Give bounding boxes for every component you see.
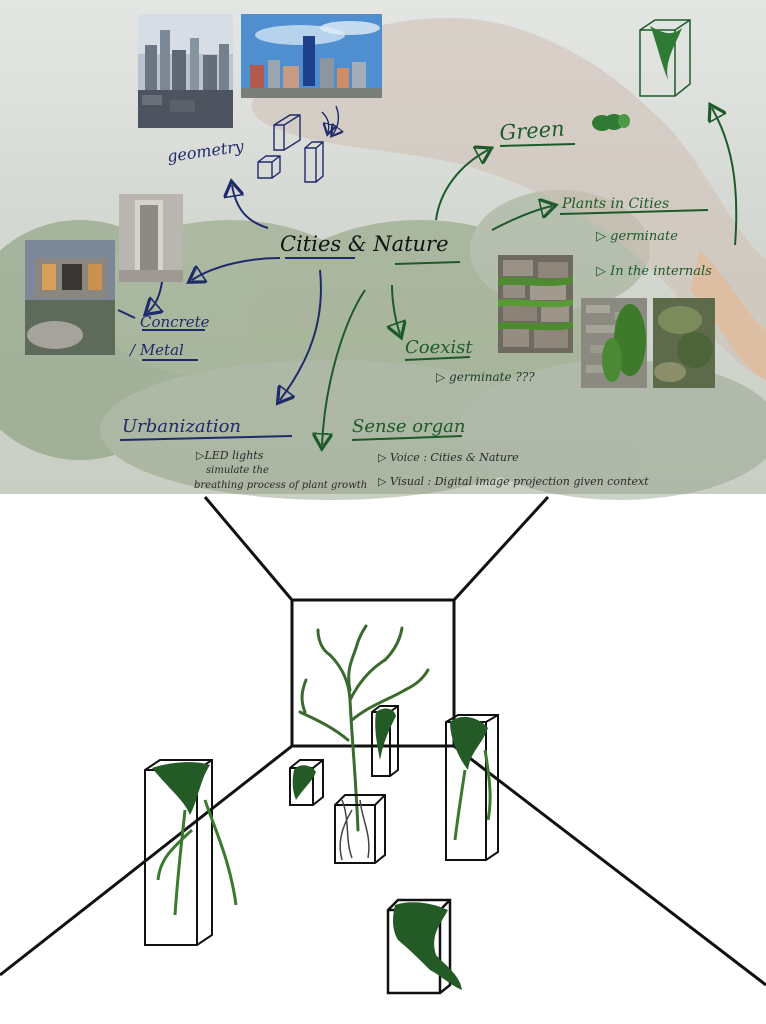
hand-silhouette	[251, 17, 766, 381]
concrete-house-photo	[25, 240, 115, 355]
city-skyline-photo-1	[138, 14, 233, 128]
led-note-2: simulate the	[206, 465, 269, 476]
concrete-corridor-photo	[119, 194, 183, 282]
green-swatch	[592, 114, 630, 131]
left-tall-box	[144, 759, 238, 946]
visual-note: ▷ Visual : Digital image projection give…	[378, 475, 649, 488]
green-label: Green	[499, 116, 566, 144]
voice-note: ▷ Voice : Cities & Nature	[378, 451, 519, 464]
room-sketch	[0, 495, 766, 995]
plants-note-1: ▷ germinate	[596, 229, 678, 244]
mossy-brick-photo	[498, 255, 573, 353]
city-skyline-photo-2	[241, 14, 382, 98]
right-tall-box	[445, 714, 499, 861]
underlines	[119, 143, 709, 441]
urbanization-label: Urbanization	[122, 416, 241, 437]
mindmap-panel: Cities & Nature geometry Concrete / Meta…	[0, 0, 766, 500]
green-arrows	[322, 108, 738, 445]
hanging-box	[371, 705, 399, 777]
moss-stone-photo	[653, 298, 715, 388]
blue-arrows	[117, 185, 322, 400]
led-note-3: breathing process of plant growth	[194, 480, 367, 491]
floor-moss-cube	[386, 898, 462, 995]
coexist-note: ▷ germinate ???	[436, 370, 535, 384]
metal-label: / Metal	[128, 341, 184, 359]
geometry-cubes-sketch	[257, 105, 338, 183]
center-label: Cities & Nature	[280, 232, 449, 256]
sense-organ-label: Sense organ	[352, 416, 465, 437]
ivy-wall-photo	[581, 298, 647, 388]
plant-cube-sketch	[639, 19, 691, 97]
root-box	[334, 794, 386, 864]
plants-in-cities-label: Plants in Cities	[561, 196, 669, 212]
small-moss-cube	[289, 759, 324, 806]
led-note-1: ▷LED lights	[196, 449, 264, 462]
plants-note-2: ▷ In the internals	[596, 264, 712, 279]
coexist-label: Coexist	[405, 337, 473, 358]
concrete-label: Concrete	[140, 313, 210, 331]
